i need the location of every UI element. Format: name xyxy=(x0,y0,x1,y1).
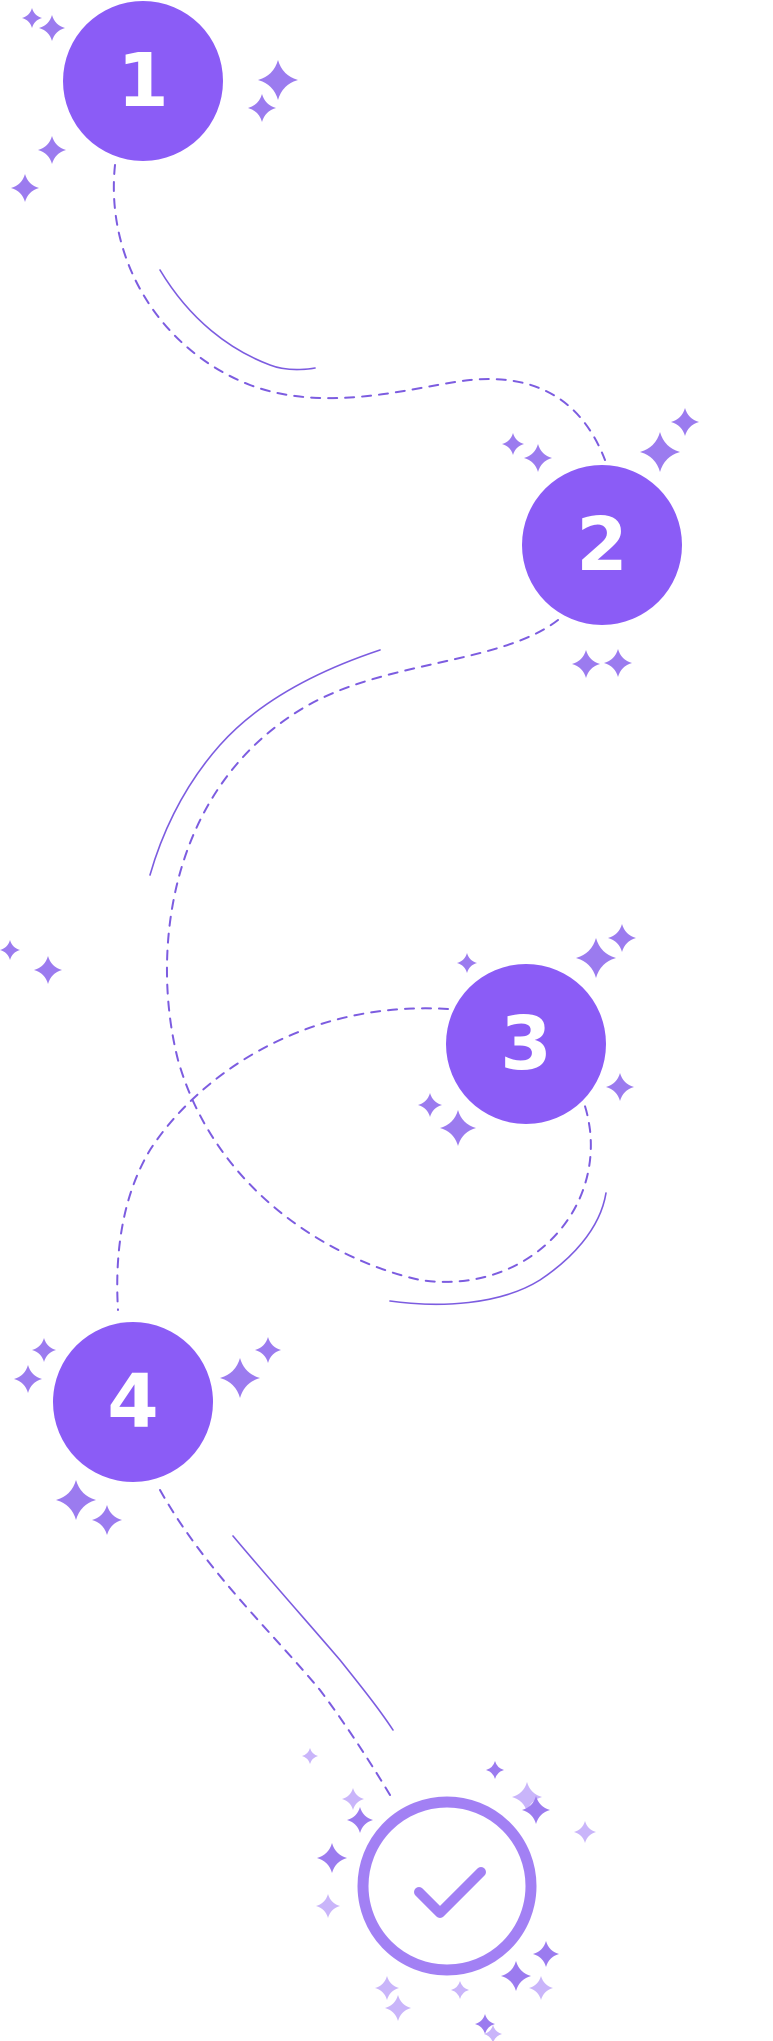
sparkle-icon xyxy=(385,1995,411,2021)
sparkle-icon xyxy=(317,1843,347,1873)
sparkle-icon xyxy=(524,444,552,472)
sparkle-icon xyxy=(220,1358,260,1398)
step-2-circle[interactable]: 2 xyxy=(522,465,682,625)
sparkle-icon xyxy=(0,940,20,960)
connector-3-4 xyxy=(116,1007,449,1311)
step-2-number: 2 xyxy=(576,502,628,588)
connector-2-3 xyxy=(166,619,592,1283)
sparkle-icon xyxy=(440,1110,476,1146)
sparkle-icon xyxy=(522,1796,550,1824)
sparkle-icon xyxy=(92,1505,122,1535)
sparkle-icon xyxy=(512,1782,542,1812)
accent-arc-4 xyxy=(232,1535,394,1731)
sparkle-icon xyxy=(248,94,276,122)
sparkle-icon xyxy=(375,1976,399,2000)
sparkle-icon xyxy=(32,1338,56,1362)
step-4-number: 4 xyxy=(107,1359,159,1445)
sparkle-icon xyxy=(255,1337,281,1363)
sparkle-icon xyxy=(34,956,62,984)
sparkle-icon xyxy=(342,1788,364,1810)
sparkle-icon xyxy=(11,174,39,202)
accent-arc-2 xyxy=(149,649,381,876)
sparkle-icon xyxy=(606,1073,634,1101)
sparkle-icon xyxy=(39,15,65,41)
step-3-circle[interactable]: 3 xyxy=(446,964,606,1124)
accent-arc-1 xyxy=(159,269,316,371)
sparkle-icon xyxy=(451,1981,469,1999)
sparkle-icon xyxy=(14,1365,42,1393)
connector-4-done xyxy=(159,1489,391,1796)
sparkle-icon xyxy=(484,2025,502,2041)
checkmark-icon xyxy=(357,1796,537,1976)
sparkle-icon xyxy=(671,408,699,436)
accent-arc-3 xyxy=(389,1192,607,1306)
sparkle-icon xyxy=(608,924,636,952)
sparkle-icon xyxy=(457,953,477,973)
sparkle-icon xyxy=(38,136,66,164)
step-1-number: 1 xyxy=(117,38,169,124)
sparkle-icon xyxy=(56,1480,96,1520)
sparkle-icon xyxy=(501,1961,531,1991)
sparkle-icon xyxy=(302,1748,318,1764)
sparkle-icon xyxy=(316,1894,340,1918)
sparkle-icon xyxy=(576,938,616,978)
sparkle-icon xyxy=(640,432,680,472)
step-3-number: 3 xyxy=(500,1001,552,1087)
step-4-circle[interactable]: 4 xyxy=(53,1322,213,1482)
sparkle-icon xyxy=(475,2014,495,2034)
sparkle-icon xyxy=(604,649,632,677)
sparkle-icon xyxy=(572,650,600,678)
sparkle-icon xyxy=(347,1807,373,1833)
sparkle-icon xyxy=(486,1761,504,1779)
sparkle-icon xyxy=(22,8,42,28)
sparkle-icon xyxy=(529,1976,553,2000)
step-1-circle[interactable]: 1 xyxy=(63,1,223,161)
sparkle-icon xyxy=(418,1093,442,1117)
sparkle-icon xyxy=(258,60,298,100)
sparkle-icon xyxy=(533,1941,559,1967)
completion-circle[interactable] xyxy=(357,1796,537,1976)
sparkle-icon xyxy=(574,1821,596,1843)
connector-1-2 xyxy=(112,164,606,461)
sparkle-icon xyxy=(502,433,524,455)
